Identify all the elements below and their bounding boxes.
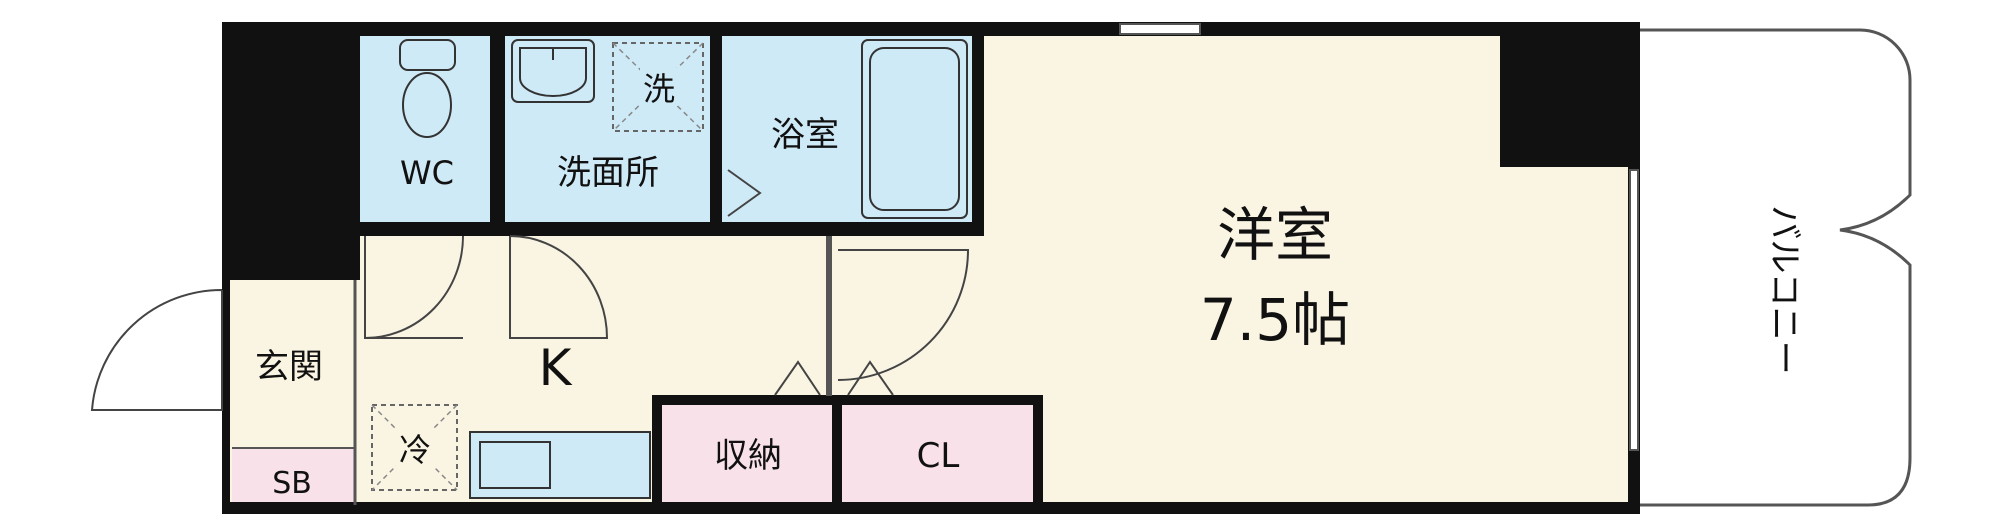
wc-label: WC [400, 154, 454, 192]
western-room-label: 洋室 [1217, 201, 1333, 269]
bath-room-divider [972, 22, 984, 236]
storage-left-wall [652, 395, 662, 514]
washroom-floor [505, 35, 710, 225]
washroom-door [509, 235, 609, 339]
closet-label: CL [917, 436, 960, 476]
bath-door-mark [727, 169, 762, 217]
closet-floor [840, 400, 1040, 505]
bathtub-icon [861, 39, 968, 219]
bath-label: 浴室 [771, 115, 839, 155]
hall-partition [826, 236, 832, 396]
kitchen-label: K [539, 339, 573, 397]
fridge-space [371, 404, 458, 491]
kitchen-counter [469, 431, 651, 499]
balcony-label: バルコニー [1764, 205, 1804, 374]
wash-bath-divider [710, 22, 722, 236]
outer-wall-top [222, 22, 1640, 36]
shoebox-label: SB [272, 466, 312, 501]
balcony-outline [1640, 28, 1912, 507]
left-pillar [222, 22, 360, 280]
washroom-label: 洗面所 [557, 153, 659, 193]
top-window [1119, 23, 1201, 35]
outer-wall-bottom [222, 502, 1640, 514]
toilet-icon [399, 39, 456, 138]
closet-right-wall [1033, 395, 1043, 514]
wc-wash-divider [490, 22, 505, 236]
storage-floor [660, 400, 835, 505]
wc-door-arc [364, 235, 464, 339]
left-wall-lower [222, 280, 230, 514]
washbasin-icon [511, 39, 595, 103]
entrance-door [90, 288, 223, 411]
western-room-size: 7.5帖 [1200, 286, 1350, 354]
washer-label: 洗 [643, 70, 675, 108]
right-pillar [1500, 22, 1640, 167]
balcony-door [1629, 169, 1639, 451]
wet-area-bottom-wall [360, 222, 975, 236]
storage-door-mark [774, 360, 894, 396]
wc-floor [360, 35, 490, 225]
bath-floor [720, 35, 975, 225]
fridge-label: 冷 [399, 431, 431, 469]
storage-top-wall [652, 395, 1040, 405]
room-door [837, 249, 970, 381]
storage-label: 収納 [714, 436, 782, 476]
shoebox-floor [232, 448, 355, 505]
storage-divider [832, 395, 842, 514]
entrance-label: 玄関 [255, 347, 323, 387]
washer-space [612, 42, 704, 132]
